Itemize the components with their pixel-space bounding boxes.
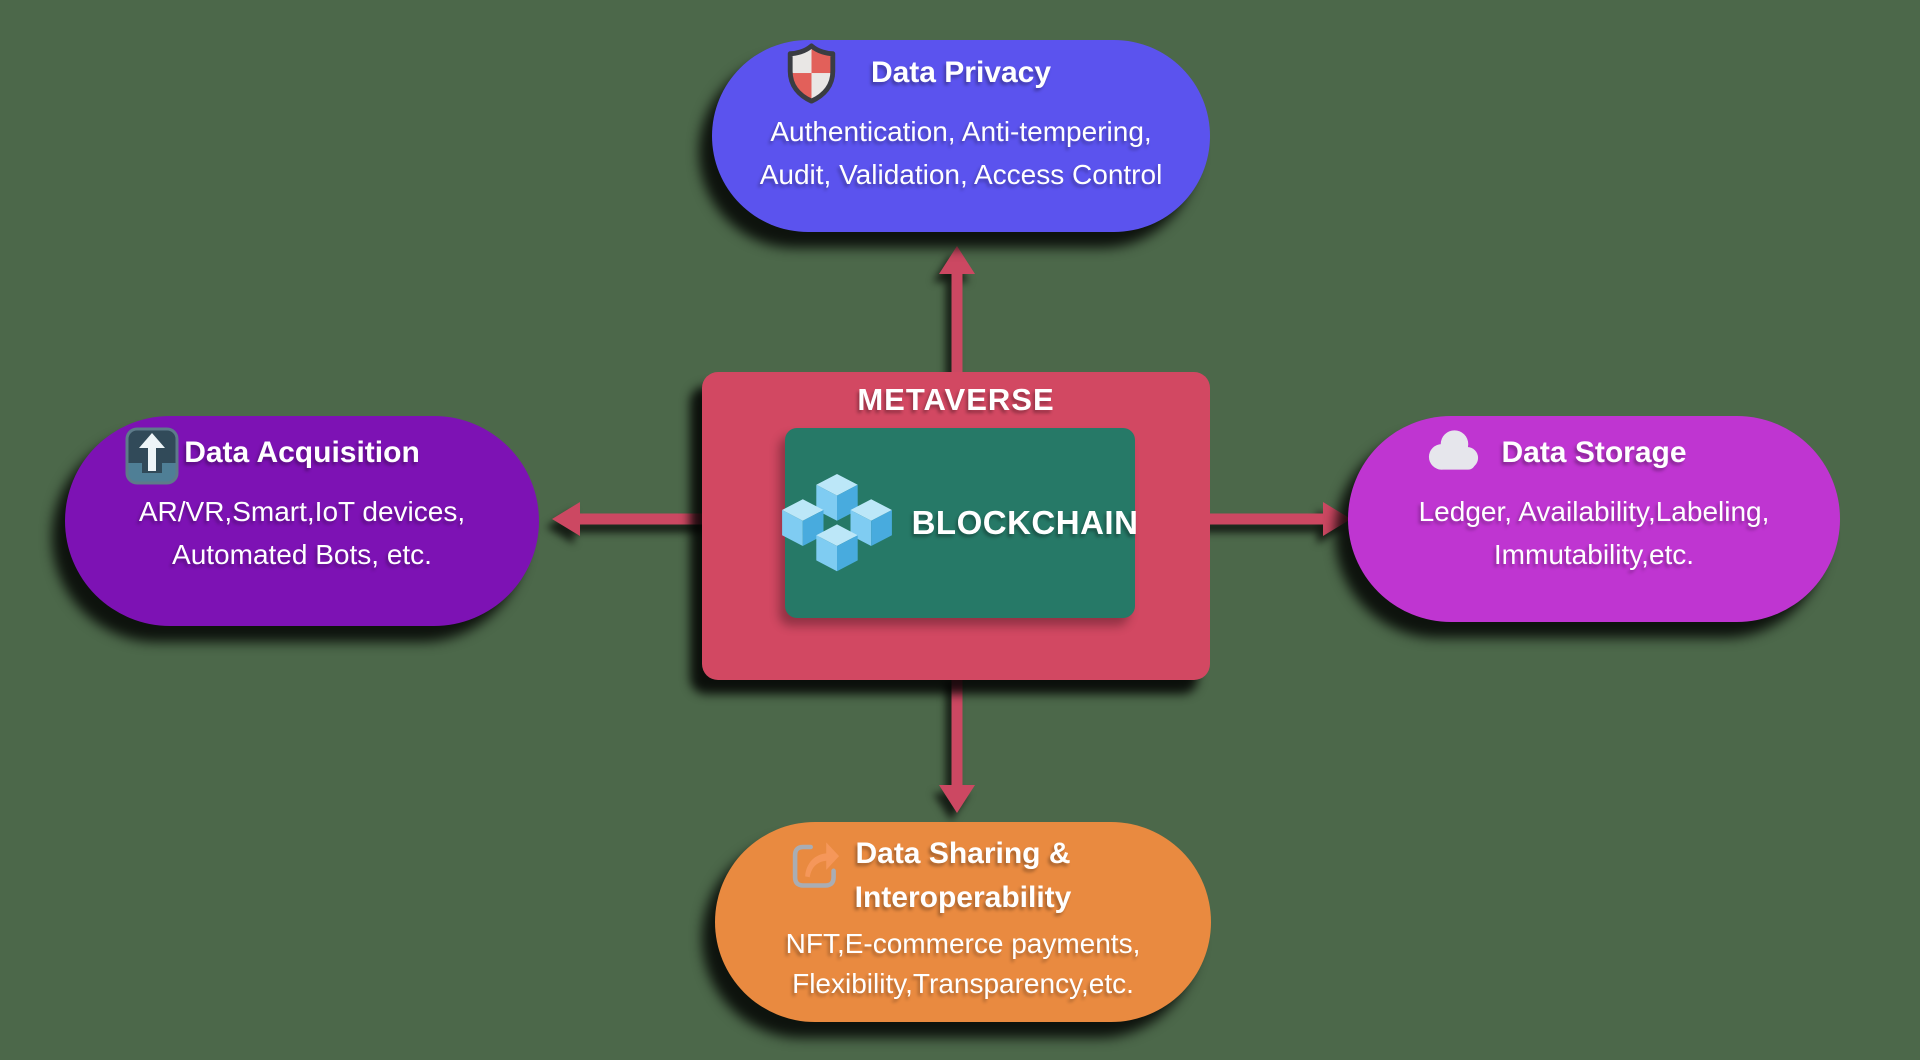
node-title-line: Data Sharing & — [855, 837, 1071, 870]
metaverse-label: METAVERSE — [857, 382, 1055, 417]
shield-icon — [787, 43, 836, 104]
node-body: NFT,E-commerce payments, Flexibility,Tra… — [715, 924, 1211, 1004]
share-icon — [792, 842, 840, 888]
arrow-center-to-sharing — [939, 674, 975, 813]
node-title-line: Interoperability — [854, 881, 1072, 914]
node-data-sharing: Data Sharing & Interoperability NFT,E-co… — [715, 822, 1211, 1022]
node-body-line: Audit, Validation, Access Control — [759, 159, 1163, 190]
node-title: Data Storage — [1501, 436, 1687, 469]
node-body: Authentication, Anti-tempering, Audit, V… — [712, 110, 1210, 196]
node-body-line: Flexibility,Transparency,etc. — [792, 968, 1134, 999]
node-body-line: Ledger, Availability,Labeling, — [1418, 496, 1770, 527]
node-body: AR/VR,Smart,IoT devices, Automated Bots,… — [65, 490, 539, 576]
node-title: Data Privacy — [870, 56, 1052, 89]
node-body-line: NFT,E-commerce payments, — [785, 928, 1141, 959]
node-data-storage: Data Storage Ledger, Availability,Labeli… — [1348, 416, 1840, 622]
arrow-center-to-storage — [1205, 502, 1351, 536]
node-title: Data Sharing & Interoperability — [715, 832, 1211, 920]
upload-icon — [125, 427, 179, 485]
arrow-center-to-acquisition — [552, 502, 710, 536]
metaverse-box: METAVERSE BLOCKCHAIN — [702, 372, 1210, 680]
node-data-privacy: Data Privacy Authentication, Anti-temper… — [712, 40, 1210, 232]
blockchain-logo-icon — [781, 473, 892, 571]
node-body-line: Immutability,etc. — [1493, 539, 1695, 570]
cloud-icon — [1428, 430, 1479, 470]
node-body-line: Automated Bots, etc. — [172, 539, 432, 570]
node-title: Data Acquisition — [184, 436, 420, 469]
arrow-center-to-privacy — [939, 246, 975, 379]
node-body-line: AR/VR,Smart,IoT devices, — [138, 496, 466, 527]
blockchain-panel: BLOCKCHAIN — [781, 428, 1138, 618]
node-body-line: Authentication, Anti-tempering, — [770, 116, 1152, 147]
node-body: Ledger, Availability,Labeling, Immutabil… — [1348, 490, 1840, 576]
node-data-acquisition: Data Acquisition AR/VR,Smart,IoT devices… — [65, 416, 539, 626]
blockchain-label: BLOCKCHAIN — [911, 504, 1139, 541]
